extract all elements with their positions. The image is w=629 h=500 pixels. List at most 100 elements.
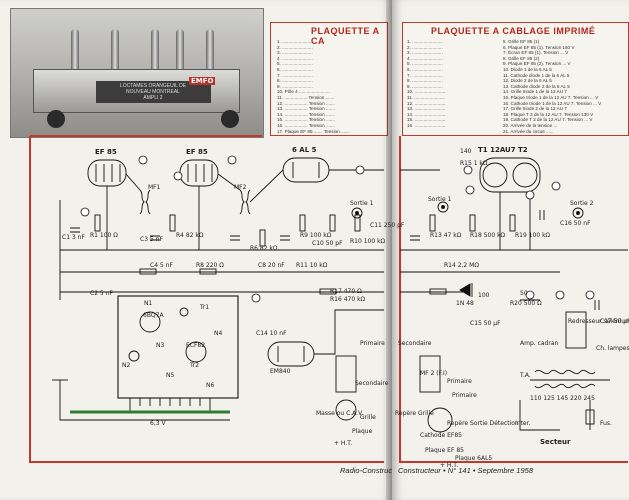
legend-item: 7. ........................ xyxy=(407,72,443,78)
schematic-label: Grille xyxy=(360,414,376,421)
legend-item: 3. ........................ xyxy=(407,50,443,56)
tube-image xyxy=(151,29,159,69)
schematic-label: 140 xyxy=(460,148,472,155)
legend-item: 21. Arrivée du circuit ...... xyxy=(503,128,554,134)
tube-image xyxy=(71,29,79,69)
front-plate xyxy=(96,81,211,103)
legend-item: 19. Cathode T 2 de la 12 AU 7. Tension .… xyxy=(503,117,593,123)
legend-item: 5. ........................ xyxy=(407,61,443,67)
legend-item: 16. .................. Tension ....... xyxy=(277,122,335,128)
schematic-label: N5 xyxy=(166,372,175,379)
legend-item: 6. ........................ xyxy=(277,66,313,72)
legend-item: 5. Grille EF 85 (1) xyxy=(503,39,540,44)
legend-item: 12. .................. Tension ....... xyxy=(277,100,335,106)
schematic-label: EM840 xyxy=(270,368,291,375)
schematic-label: Sortie 2 xyxy=(570,200,594,207)
schematic-label: Sortie 1 xyxy=(428,196,452,203)
schematic-label: N6 xyxy=(206,382,215,389)
schematic-label: Ch. lampes xyxy=(596,345,629,352)
schematic-label: N3 xyxy=(156,342,165,349)
schematic-label: Redresseur sélénium xyxy=(568,318,629,325)
legend-item: 11. .................. Tension ....... xyxy=(277,94,335,100)
legend-item: 7. ........................ xyxy=(277,72,313,78)
schematic-label: R15 1 kΩ xyxy=(460,160,488,167)
legend-item: 2. ........................ xyxy=(277,44,313,50)
legend-box-right: PLAQUETTE A CABLAGE IMPRIMÉ 1. .........… xyxy=(402,22,629,136)
schematic-label: C14 10 nF xyxy=(256,330,287,337)
schematic-label: N1 xyxy=(144,300,153,307)
schematic-label: Primaire xyxy=(452,392,477,399)
schematic-label: N2 xyxy=(122,362,131,369)
legend-item: 8. ........................ xyxy=(277,78,313,84)
schematic-label: Plaque 6AL5 xyxy=(455,455,493,462)
legend-item: 9. ........................ xyxy=(407,83,443,89)
chassis-photo: LOCTAMES ORANGEUIL DE NOUVEAU MONTREAL A… xyxy=(10,8,264,138)
schematic-label: R11 10 kΩ xyxy=(296,262,328,269)
legend-title: PLAQUETTE A CA xyxy=(311,26,380,46)
schematic-label: R1 100 Ω xyxy=(90,232,118,239)
legend-item: 17. Plaque EF 85 ....... Tension ....... xyxy=(277,128,350,134)
schematic-label: 6BQ7A xyxy=(143,312,164,319)
schematic-label: Primaire xyxy=(447,378,472,385)
schematic-label: R19 100 kΩ xyxy=(515,232,551,239)
legend-item: 4. ........................ xyxy=(277,55,313,61)
legend-item: 7. Écran EF 85 (1). Tension ... V xyxy=(503,50,569,56)
schematic-label: R14 2,2 MΩ xyxy=(444,262,479,269)
legend-item: 10. Pôle 4 ........................ xyxy=(277,89,330,95)
schematic-label: R17 470 Ω xyxy=(330,288,362,295)
schematic-label: Tr1 xyxy=(200,304,210,311)
schematic-label: ECF82 xyxy=(186,342,206,349)
schematic-label: MF2 xyxy=(234,184,247,191)
schematic-label: R4 82 kΩ xyxy=(176,232,204,239)
legend-item: 9. Plaque EF 85 (2). Tension ... V xyxy=(503,61,571,67)
schematic-label: R13 47 kΩ xyxy=(430,232,462,239)
schematic-label: 6,3 V xyxy=(150,420,166,427)
legend-list: 1. ........................2. ..........… xyxy=(407,39,445,129)
schematic-label: EF 85 xyxy=(95,148,117,156)
schematic-label: 100 xyxy=(478,292,490,299)
schematic-label: C4 5 nF xyxy=(150,262,173,269)
legend-item: 16. Cathode triode 1 de la 12 AU 7. Tens… xyxy=(503,100,602,106)
legend-item: 14. .................. Tension ....... xyxy=(277,111,335,117)
legend-item: 5. ........................ xyxy=(277,61,313,67)
legend-item: 11. Cathode diode 1 de la 6 AL 5 xyxy=(503,72,570,78)
schematic-label: Masse ou C.A.V. xyxy=(316,410,364,417)
legend-item: 4. ........................ xyxy=(407,55,443,61)
knob xyxy=(47,110,65,128)
schematic-label: Secondaire xyxy=(398,340,432,347)
schematic-label: R18 500 kΩ xyxy=(470,232,506,239)
schematic-label: R9 100 kΩ xyxy=(300,232,332,239)
schematic-label: Repère Grille xyxy=(395,410,434,417)
legend-item: 8. ........................ xyxy=(407,78,443,84)
legend-item: 10. Diode 1 de la 6 AL 5 xyxy=(503,66,552,72)
schematic-label: C10 50 pF xyxy=(312,240,343,247)
photo-caption: LOCTAMES ORANGEUIL DE NOUVEAU MONTREAL A… xyxy=(119,83,187,101)
schematic-label: C8 20 nF xyxy=(258,262,285,269)
schematic-label: Secondaire xyxy=(355,380,389,387)
schematic-label: Cathode EF85 xyxy=(420,432,462,439)
schematic-label: Plaque xyxy=(352,428,373,435)
legend-item: 18. Plaque T 2 de la 12 AU 7. Tension 13… xyxy=(503,111,594,117)
schematic-label: C3 5 nF xyxy=(140,236,163,243)
red-frame xyxy=(29,135,628,463)
schematic-label: Repère Sortie Détection xyxy=(447,420,519,427)
schematic-label: R8 220 Ω xyxy=(196,262,224,269)
footer-right: Constructeur • N° 141 • Septembre 1958 xyxy=(398,466,533,475)
legend-item: 15. ........................ xyxy=(407,117,446,123)
test-points xyxy=(80,155,595,303)
legend-item: 12. ........................ xyxy=(407,100,446,106)
schematic-label: MF1 xyxy=(148,184,161,191)
legend-item: 3. ........................ xyxy=(277,50,313,56)
schematic-label: C16 50 nF xyxy=(560,220,591,227)
schematic-label: + H.T. xyxy=(334,440,353,447)
schematic-label: Inter. xyxy=(515,420,531,427)
footer-left: Radio-Construc xyxy=(340,466,392,475)
schematic-label: + H.T. xyxy=(440,462,459,469)
legend-title: PLAQUETTE A CABLAGE IMPRIMÉ xyxy=(431,26,596,36)
legend-item: 11. ........................ xyxy=(407,94,445,100)
schematic-label: C11 250 pF xyxy=(370,222,405,229)
tube-image xyxy=(111,29,119,69)
schematic-label: EF 85 xyxy=(186,148,208,156)
schematic-label: 6 AL 5 xyxy=(292,146,317,154)
legend-item: 1. ........................ xyxy=(407,39,443,44)
